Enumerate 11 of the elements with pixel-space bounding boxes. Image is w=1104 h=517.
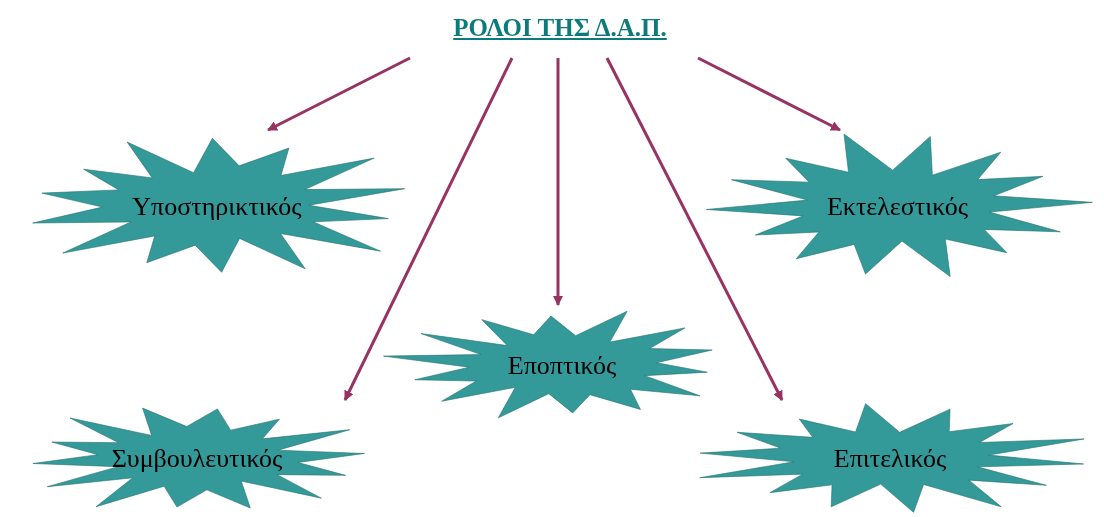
role-label: Συμβουλευτικός: [111, 443, 283, 475]
role-label: Εκτελεστικός: [826, 190, 969, 223]
role-label: Επιτελικός: [833, 443, 947, 475]
role-label: Εποπτικός: [507, 349, 617, 382]
arrow: [605, 57, 784, 401]
arrow: [697, 56, 841, 132]
arrow: [267, 56, 411, 132]
diagram-heading: ΡΟΛΟΙ ΤΗΣ Δ.Α.Π.: [453, 13, 667, 43]
arrow: [553, 58, 563, 306]
role-label: Υποστηρικτικός: [132, 190, 302, 223]
arrow: [343, 57, 514, 401]
